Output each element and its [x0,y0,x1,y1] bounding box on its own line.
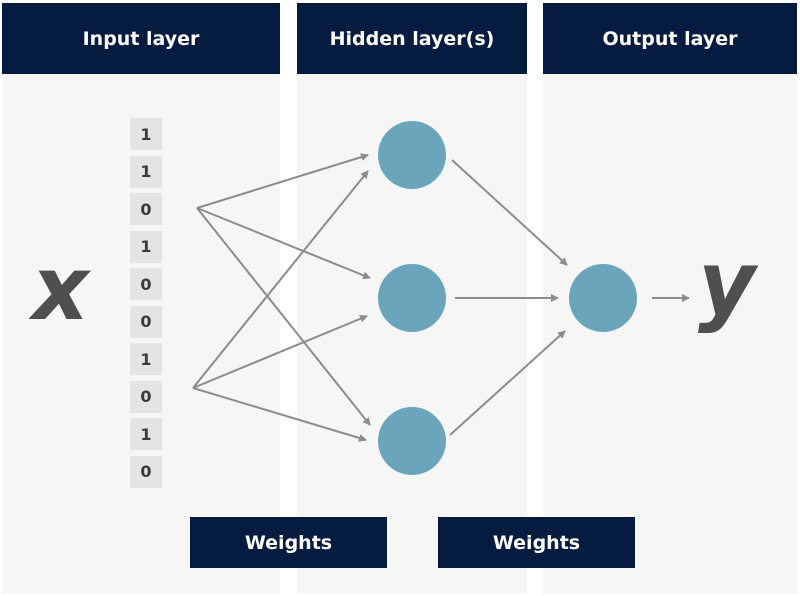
output-node [569,264,637,332]
input-vector-cell: 1 [130,155,162,188]
edge-arrow [192,170,369,389]
input-vector-cell: 0 [130,268,162,300]
input-vector-cell: 0 [130,305,162,338]
input-vector-cell: 0 [130,380,162,413]
input-vector-cell: 1 [130,230,162,263]
hidden-layer-header: Hidden layer(s) [297,3,527,74]
edge-arrow [196,153,369,209]
input-vector-cell: 0 [130,193,162,225]
edge-arrow [449,330,566,436]
input-variable-x: x [32,237,89,340]
edge-arrow [192,314,368,389]
hidden-node [378,121,446,189]
weights-label-1: Weights [190,517,387,568]
input-layer-header: Input layer [2,3,280,74]
hidden-node [378,264,446,332]
output-variable-y: y [698,232,756,335]
input-vector-cell: 1 [130,343,162,375]
edge-arrow [196,207,371,426]
output-layer-panel [543,74,797,594]
input-vector-cell: 1 [130,418,162,450]
edge-arrow [196,207,371,280]
input-vector-cell: 0 [130,455,162,488]
input-vector-cell: 1 [130,118,162,150]
edge-arrow [192,387,367,442]
edge-arrow [451,159,568,266]
weights-label-2: Weights [438,517,635,568]
hidden-node [378,407,446,475]
output-layer-header: Output layer [543,3,797,74]
